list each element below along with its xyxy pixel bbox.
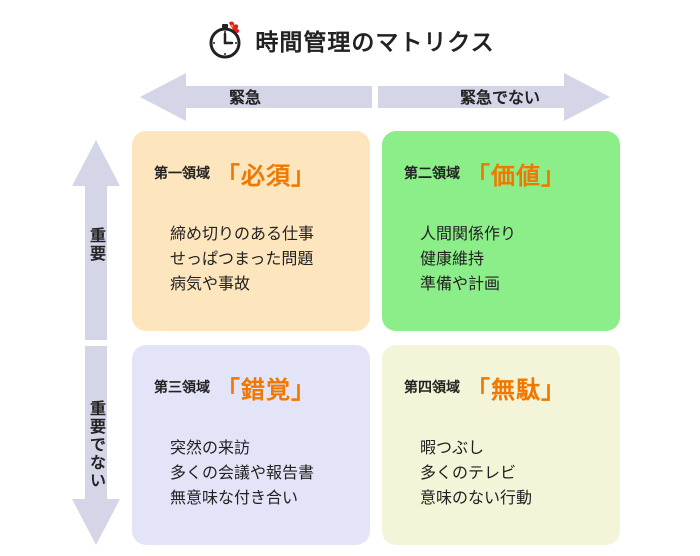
list-item: 意味のない行動 <box>420 488 533 507</box>
quadrant-label: 第二領域 <box>404 166 460 182</box>
quadrant-4: 第四領域 「無駄」 暇つぶし 多くのテレビ 意味のない行動 <box>382 345 620 545</box>
quadrant-keyword: 「錯覚」 <box>216 375 316 404</box>
quadrant-2: 第二領域 「価値」 人間関係作り 健康維持 準備や計画 <box>382 131 620 331</box>
axis-label-important: 重要 <box>87 227 106 263</box>
axis-label-not-important: 重要でない <box>87 400 106 490</box>
quadrant-label: 第四領域 <box>404 380 460 396</box>
quadrant-label: 第一領域 <box>154 166 210 182</box>
importance-arrow-up <box>72 140 120 340</box>
list-item: 病気や事故 <box>170 274 251 293</box>
list-item: 多くの会議や報告書 <box>170 463 315 482</box>
quadrant-keyword: 「必須」 <box>216 161 316 190</box>
urgency-arrow <box>140 73 610 121</box>
list-item: 準備や計画 <box>420 274 501 293</box>
importance-arrow <box>72 140 120 545</box>
list-item: 多くのテレビ <box>420 463 517 482</box>
quadrant-3: 第三領域 「錯覚」 突然の来訪 多くの会議や報告書 無意味な付き合い <box>132 345 370 545</box>
quadrant-label: 第三領域 <box>154 380 210 396</box>
list-item: 暇つぶし <box>420 438 485 457</box>
stopwatch-icon <box>209 21 241 59</box>
quadrant-items: 暇つぶし 多くのテレビ 意味のない行動 <box>420 435 620 510</box>
quadrant-keyword: 「価値」 <box>466 161 566 190</box>
axis-label-not-urgent: 緊急でない <box>459 88 540 107</box>
title-bar: 時間管理のマトリクス <box>0 18 700 62</box>
urgency-arrow-right <box>378 73 610 121</box>
list-item: 突然の来訪 <box>170 438 251 457</box>
quadrant-keyword: 「無駄」 <box>466 375 566 404</box>
importance-arrow-down <box>72 346 120 545</box>
list-item: 無意味な付き合い <box>170 488 299 507</box>
quadrant-items: 突然の来訪 多くの会議や報告書 無意味な付き合い <box>170 435 370 510</box>
list-item: 健康維持 <box>420 249 485 268</box>
axis-label-urgent: 緊急 <box>228 88 261 107</box>
urgency-arrow-left <box>140 73 372 121</box>
list-item: 締め切りのある仕事 <box>170 224 315 243</box>
list-item: せっぱつまった問題 <box>170 249 314 268</box>
page-title: 時間管理のマトリクス <box>255 30 495 56</box>
quadrant-items: 人間関係作り 健康維持 準備や計画 <box>420 221 620 296</box>
quadrant-1: 第一領域 「必須」 締め切りのある仕事 せっぱつまった問題 病気や事故 <box>132 131 370 331</box>
list-item: 人間関係作り <box>420 224 517 243</box>
quadrant-items: 締め切りのある仕事 せっぱつまった問題 病気や事故 <box>170 221 370 296</box>
